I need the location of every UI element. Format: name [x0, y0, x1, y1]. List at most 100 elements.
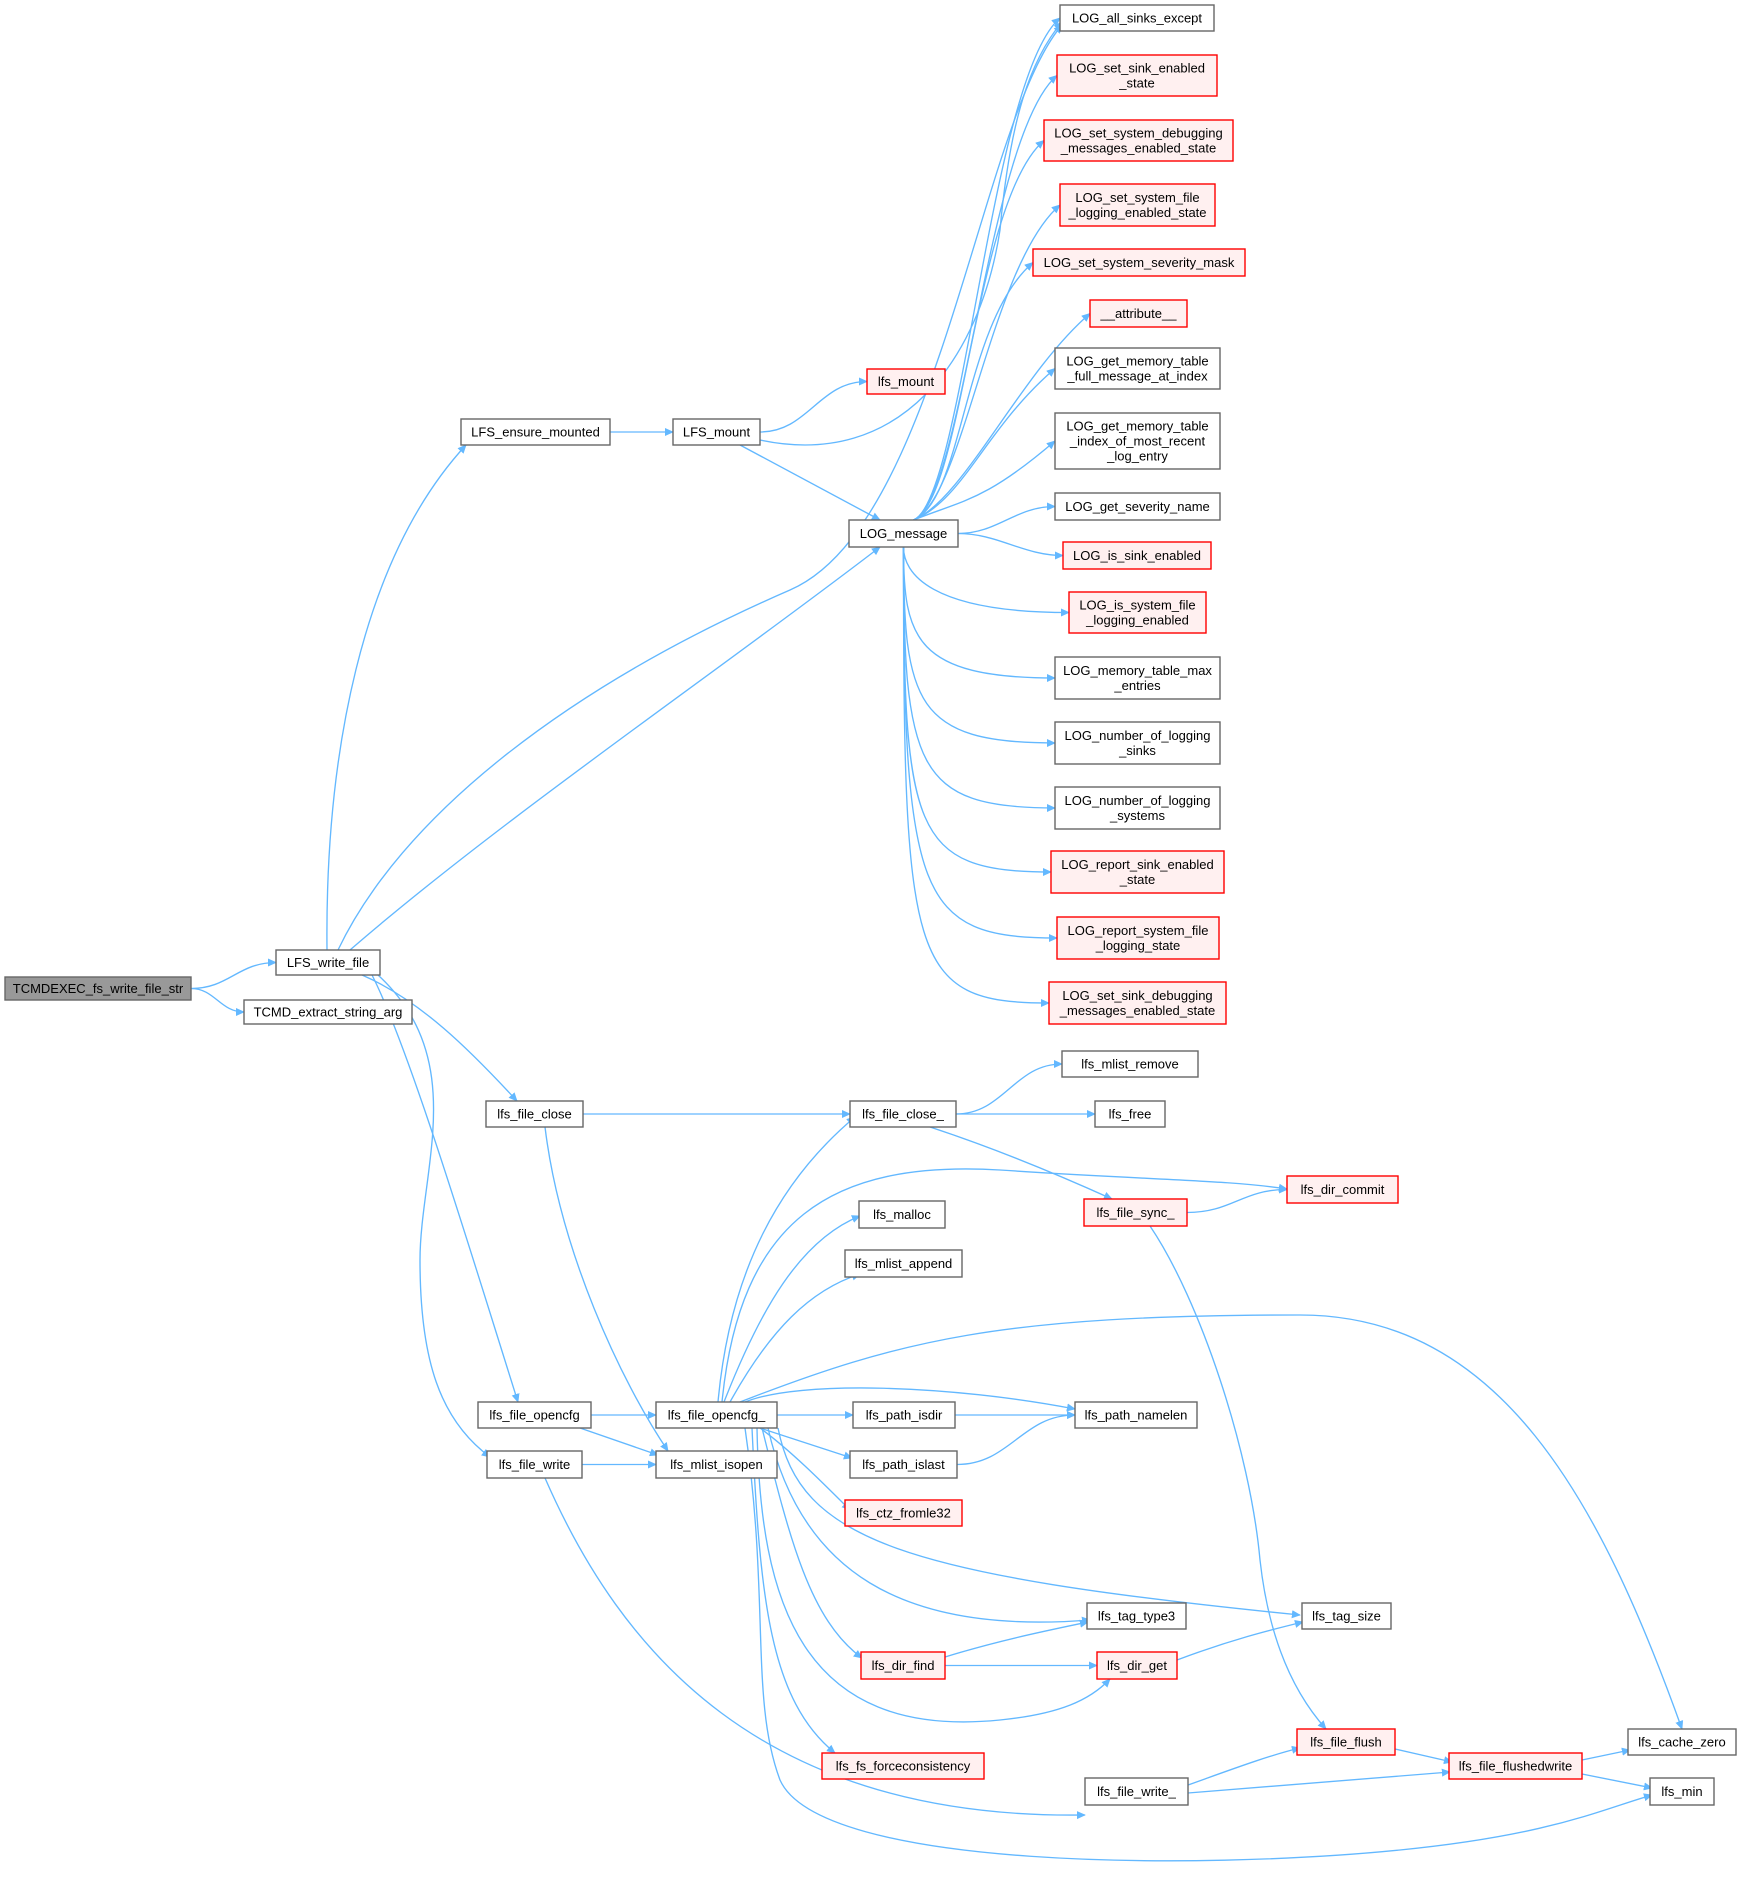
edge-line — [751, 1427, 836, 1754]
node-log-num-sinks[interactable]: LOG_number_of_logging_sinks — [1054, 721, 1221, 765]
node-label: lfs_file_close — [497, 1107, 571, 1122]
node-lfs-file-opencfg-[interactable]: lfs_file_opencfg_ — [655, 1401, 778, 1429]
node-label: lfs_dir_find — [872, 1658, 935, 1673]
node-lfs-min[interactable]: lfs_min — [1649, 1777, 1715, 1806]
node-box — [844, 1499, 963, 1527]
edge-line — [913, 261, 1034, 521]
edge-line — [544, 1477, 1086, 1820]
node-label: LOG_number_of_logging — [1065, 728, 1211, 743]
node-label: LOG_memory_table_max — [1063, 663, 1212, 678]
node-log-is-sys-file[interactable]: LOG_is_system_file_logging_enabled — [1068, 591, 1207, 634]
node-lfs-cache-zero[interactable]: lfs_cache_zero — [1627, 1728, 1737, 1756]
node-box — [275, 949, 381, 976]
node-log-rep-sys-file[interactable]: LOG_report_system_file_logging_state — [1056, 916, 1220, 960]
edge-log_message-to-log_all_sinks_except — [913, 17, 1061, 521]
node-log-num-systems[interactable]: LOG_number_of_logging_systems — [1054, 786, 1221, 830]
node-lfs-mount-r[interactable]: lfs_mount — [866, 368, 946, 395]
node-log-mem-max[interactable]: LOG_memory_table_max_entries — [1054, 656, 1221, 700]
node-lfs-file-write-[interactable]: lfs_file_write_ — [1084, 1777, 1189, 1806]
node-box — [1054, 412, 1221, 470]
node-label: lfs_file_flushedwrite — [1459, 1759, 1572, 1774]
node-log-get-mem-full[interactable]: LOG_get_memory_table_full_message_at_ind… — [1054, 347, 1221, 390]
node-label: _logging_state — [1095, 938, 1181, 953]
edge-lfs_file_write_-to-lfs_file_flush — [1187, 1745, 1301, 1786]
node-box — [4, 976, 192, 1001]
edge-lfs_file_opencfg_-to-lfs_dir_commit — [721, 1168, 1288, 1403]
edge-line — [929, 1126, 1113, 1200]
node-tcmdexec[interactable]: TCMDEXEC_fs_write_file_str — [4, 976, 192, 1001]
edge-log_message-to-attribute — [913, 312, 1091, 521]
node-lfs-tag-type3[interactable]: lfs_tag_type3 — [1086, 1602, 1187, 1630]
node-log-message[interactable]: LOG_message — [848, 519, 959, 548]
node-lfs-file-opencfg[interactable]: lfs_file_opencfg — [477, 1401, 592, 1429]
node-lfs-malloc[interactable]: lfs_malloc — [858, 1200, 946, 1229]
edge-line — [902, 546, 1052, 877]
edge-line — [913, 312, 1091, 521]
node-label: _systems — [1109, 808, 1165, 823]
node-log-rep-sink[interactable]: LOG_report_sink_enabled_state — [1050, 850, 1225, 894]
node-lfs-file-close-[interactable]: lfs_file_close_ — [849, 1100, 957, 1128]
node-lfs-file-write[interactable]: lfs_file_write — [486, 1450, 583, 1479]
node-box — [1296, 1728, 1396, 1756]
node-lfs-path-isdir[interactable]: lfs_path_isdir — [852, 1401, 956, 1429]
edge-line — [913, 440, 1056, 521]
node-log-set-sys-dbg[interactable]: LOG_set_system_debugging_messages_enable… — [1043, 119, 1234, 162]
node-tcmd-extract[interactable]: TCMD_extract_string_arg — [243, 999, 413, 1025]
node-box — [460, 418, 611, 446]
edge-line — [744, 1387, 1076, 1412]
node-log-set-sys-file[interactable]: LOG_set_system_file_logging_enabled_stat… — [1059, 183, 1216, 227]
edge-lfs_file_write-to-lfs_file_write_ — [544, 1477, 1086, 1820]
edge-line — [739, 444, 881, 521]
node-label: _logging_enabled_state — [1067, 205, 1206, 220]
edge-lfs_file_opencfg_-to-lfs_malloc — [723, 1215, 861, 1403]
node-log-get-sev-name[interactable]: LOG_get_severity_name — [1054, 492, 1221, 521]
node-box — [1094, 1100, 1166, 1128]
node-log-all-sinks-except[interactable]: LOG_all_sinks_except — [1059, 4, 1215, 32]
node-lfs-path-namelen[interactable]: lfs_path_namelen — [1074, 1401, 1198, 1429]
edge-LFS_mount-to-lfs_mount_r — [759, 377, 868, 433]
node-LFS-mount[interactable]: LFS_mount — [672, 418, 761, 446]
edge-line — [902, 546, 1070, 617]
node-lfs-dir-commit[interactable]: lfs_dir_commit — [1286, 1175, 1399, 1204]
node-box — [849, 1100, 957, 1128]
node-lfs-dir-get[interactable]: lfs_dir_get — [1096, 1651, 1178, 1680]
node-log-set-sink-enabled[interactable]: LOG_set_sink_enabled_state — [1056, 54, 1218, 97]
node-log-set-sys-sev[interactable]: LOG_set_system_severity_mask — [1032, 248, 1246, 277]
edge-log_message-to-log_get_mem_full — [913, 367, 1056, 521]
node-lfs-file-close[interactable]: lfs_file_close — [485, 1100, 584, 1128]
edge-line — [1149, 1225, 1327, 1730]
node-lfs-fs-force[interactable]: lfs_fs_forceconsistency — [821, 1752, 985, 1780]
node-lfs-free[interactable]: lfs_free — [1094, 1100, 1166, 1128]
node-box — [1062, 541, 1212, 570]
node-box — [844, 1249, 963, 1278]
node-label: lfs_ctz_fromle32 — [856, 1506, 951, 1521]
node-box — [1084, 1777, 1189, 1806]
node-lfs-mlist-append[interactable]: lfs_mlist_append — [844, 1249, 963, 1278]
edge-line — [337, 24, 1063, 951]
node-lfs-mlist-isopen[interactable]: lfs_mlist_isopen — [655, 1450, 778, 1479]
node-label: lfs_mount — [878, 374, 935, 389]
edge-line — [721, 1168, 1288, 1403]
node-log-set-sink-dbg[interactable]: LOG_set_sink_debugging_messages_enabled_… — [1048, 981, 1227, 1025]
node-lfs-ctz-fromle32[interactable]: lfs_ctz_fromle32 — [844, 1499, 963, 1527]
edge-LFS_mount-to-log_message — [739, 444, 881, 521]
node-lfs-tag-size[interactable]: lfs_tag_size — [1301, 1602, 1392, 1630]
edge-line — [371, 974, 520, 1403]
node-lfs-file-flush[interactable]: lfs_file_flush — [1296, 1728, 1396, 1756]
node-log-is-sink-enabled[interactable]: LOG_is_sink_enabled — [1062, 541, 1212, 570]
node-lfs-file-flushedwrite[interactable]: lfs_file_flushedwrite — [1448, 1752, 1583, 1780]
node-lfs-write-file[interactable]: LFS_write_file — [275, 949, 381, 976]
node-lfs-mlist-remove[interactable]: lfs_mlist_remove — [1061, 1050, 1199, 1078]
node-lfs-file-sync-[interactable]: lfs_file_sync_ — [1083, 1198, 1188, 1227]
edge-tcmdexec-to-tcmd_extract — [190, 987, 245, 1017]
edge-line — [326, 444, 467, 951]
edges-layer — [190, 17, 1684, 1862]
node-lfs-ensure-mounted[interactable]: LFS_ensure_mounted — [460, 418, 611, 446]
edge-lfs_write_file-to-lfs_file_close — [361, 974, 518, 1102]
node-lfs-path-islast[interactable]: lfs_path_islast — [849, 1450, 958, 1479]
node-lfs-dir-find[interactable]: lfs_dir_find — [860, 1651, 946, 1680]
node-log-get-mem-idx[interactable]: LOG_get_memory_table_index_of_most_recen… — [1054, 412, 1221, 470]
node-attribute[interactable]: __attribute__ — [1089, 299, 1188, 328]
edge-line — [759, 377, 868, 433]
node-box — [1056, 916, 1220, 960]
